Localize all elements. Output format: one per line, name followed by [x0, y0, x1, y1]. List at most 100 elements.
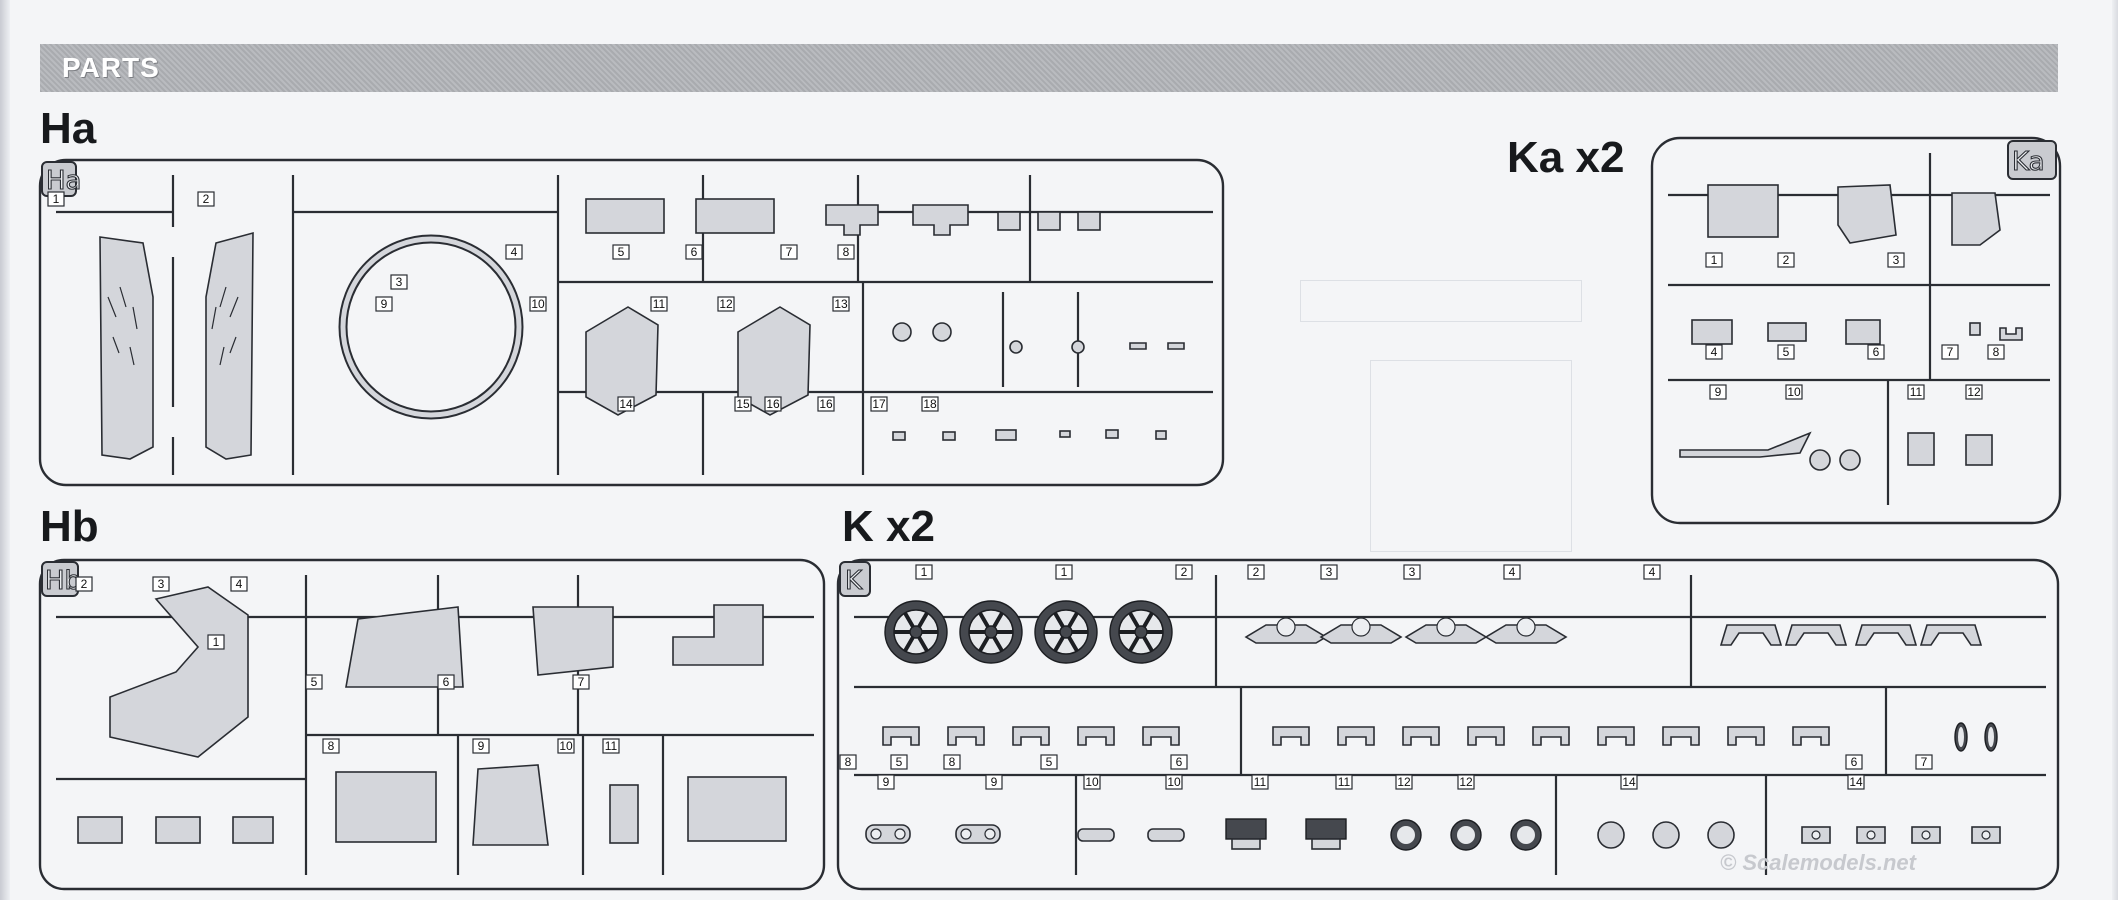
- part-number-tag: 5: [305, 674, 323, 690]
- part-number-tag: 3: [1887, 252, 1905, 268]
- part-number-label: 7: [1921, 755, 1928, 769]
- part-number-label: 6: [443, 675, 450, 689]
- tiny-part-7: [1969, 322, 1981, 336]
- part-number-label: 11: [1910, 385, 1923, 399]
- watermark-text: © Scalemodels.net: [1720, 850, 1916, 875]
- link-ring: [1984, 722, 1998, 752]
- part-number-tag: 6: [1845, 754, 1863, 770]
- track-block: [1077, 726, 1115, 746]
- part-number-tag: 8: [1987, 344, 2005, 360]
- part-number-label: 9: [1715, 385, 1722, 399]
- part-number-label: 10: [1787, 385, 1801, 399]
- knob-part-12a: [1009, 340, 1023, 354]
- suspension-arm: [1244, 617, 1328, 644]
- part-number-tag: 12: [1395, 774, 1413, 790]
- part-number-tag: 8: [837, 244, 855, 260]
- knob-part-11a: [892, 322, 912, 342]
- pin-part: [1147, 828, 1185, 842]
- plate-part-11: [687, 776, 787, 842]
- track-block: [1142, 726, 1180, 746]
- road-wheel: [1109, 600, 1173, 664]
- part-number-tag: 8: [322, 738, 340, 754]
- part-number-label: 13: [834, 297, 848, 311]
- block-part-11: [1907, 432, 1935, 466]
- part-number-label: 10: [1167, 775, 1181, 789]
- part-number-tag: 2: [1777, 252, 1795, 268]
- part-number-tag: 2: [1247, 564, 1265, 580]
- link-plate: [1856, 826, 1886, 844]
- hub-cap: [1390, 819, 1422, 851]
- part-number-tag: 10: [1165, 774, 1183, 790]
- part-number-tag: 8: [943, 754, 961, 770]
- hull-side-panel-2: [205, 231, 254, 460]
- block-group-parts-5-6: [882, 722, 1998, 752]
- part-number-label: 8: [328, 739, 335, 753]
- part-number-label: 10: [531, 297, 545, 311]
- disc-part: [1707, 821, 1735, 849]
- part-number-label: 4: [1711, 345, 1718, 359]
- part-number-tag: 14: [1620, 774, 1638, 790]
- part-number-tag: 2: [197, 191, 215, 207]
- arm-group-part-4: [1719, 624, 1983, 646]
- block-part-8b: [1037, 211, 1061, 231]
- part-number-label: 11: [1254, 775, 1267, 789]
- turret-front-part-1: [109, 586, 249, 758]
- part-number-tag: 16: [817, 396, 835, 412]
- part-number-label: 4: [1649, 565, 1656, 579]
- part-number-label: 4: [236, 577, 243, 591]
- tiny-part-18: [1155, 430, 1167, 440]
- disc-part: [1597, 821, 1625, 849]
- part-number-tag: 7: [780, 244, 798, 260]
- suspension-arm: [1404, 617, 1488, 644]
- block-part-3: [155, 816, 201, 844]
- bogie-bracket: [1719, 624, 1783, 646]
- part-number-label: 3: [396, 275, 403, 289]
- part-number-tag: 6: [1867, 344, 1885, 360]
- part-number-label: 1: [1061, 565, 1068, 579]
- bracket-part-10: [609, 784, 639, 844]
- part-number-tag: 3: [1403, 564, 1421, 580]
- part-number-label: 5: [1046, 755, 1053, 769]
- page-right-edge: [2112, 0, 2118, 900]
- link-bar: [865, 824, 911, 844]
- block-part-8a: [997, 211, 1021, 231]
- part-number-label: 15: [736, 397, 750, 411]
- part-number-tag: 2: [75, 576, 93, 592]
- part-number-tag: 10: [1083, 774, 1101, 790]
- part-number-tag: 1: [1705, 252, 1723, 268]
- knob-part-11b: [932, 322, 952, 342]
- part-number-tag: 12: [1457, 774, 1475, 790]
- part-number-tag: 7: [1941, 344, 1959, 360]
- part-number-label: 10: [559, 739, 573, 753]
- part-number-tag: 1: [207, 634, 225, 650]
- track-block: [1727, 726, 1765, 746]
- track-block: [1597, 726, 1635, 746]
- part-number-label: 14: [1849, 775, 1863, 789]
- track-block: [1662, 726, 1700, 746]
- suspension-arm: [1319, 617, 1403, 644]
- knob-part-10b: [1839, 449, 1861, 471]
- part-number-tag: 13: [832, 296, 850, 312]
- sprue-badge: Ha: [41, 161, 82, 197]
- part-number-tag: 6: [1170, 754, 1188, 770]
- part-number-label: 3: [1326, 565, 1333, 579]
- clip-part-13b: [1167, 342, 1185, 350]
- part-number-label: 18: [923, 397, 937, 411]
- part-number-tag: 8: [839, 754, 857, 770]
- part-number-label: 5: [311, 675, 318, 689]
- part-number-tag: 14: [1847, 774, 1865, 790]
- part-number-tag: 11: [650, 296, 668, 312]
- part-number-label: 2: [1253, 565, 1260, 579]
- tiny-part-16b: [1059, 430, 1071, 438]
- part-number-tag: 7: [572, 674, 590, 690]
- part-number-label: 1: [213, 635, 220, 649]
- part-number-label: 8: [845, 755, 852, 769]
- sprue-title-ha: Ha: [40, 104, 97, 153]
- part-number-label: 1: [921, 565, 928, 579]
- track-block: [1337, 726, 1375, 746]
- part-number-tag: 9: [985, 774, 1003, 790]
- hub-cap: [1450, 819, 1482, 851]
- part-number-tag: 15: [734, 396, 752, 412]
